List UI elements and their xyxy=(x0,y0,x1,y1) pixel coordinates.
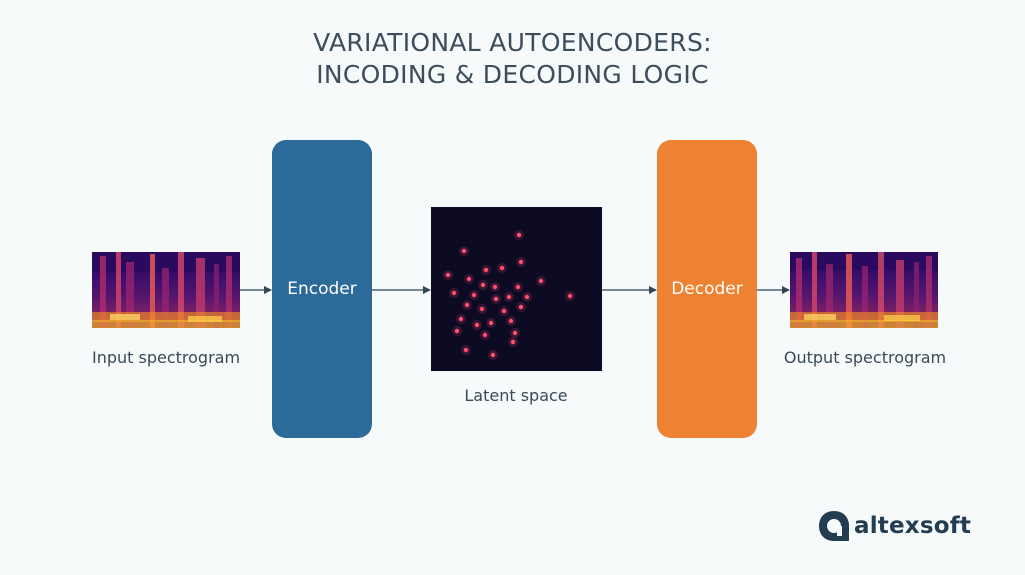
altexsoft-logo-text: altexsoft xyxy=(854,513,971,539)
altexsoft-logo-icon xyxy=(817,509,851,543)
altexsoft-logo: altexsoft xyxy=(817,507,977,547)
